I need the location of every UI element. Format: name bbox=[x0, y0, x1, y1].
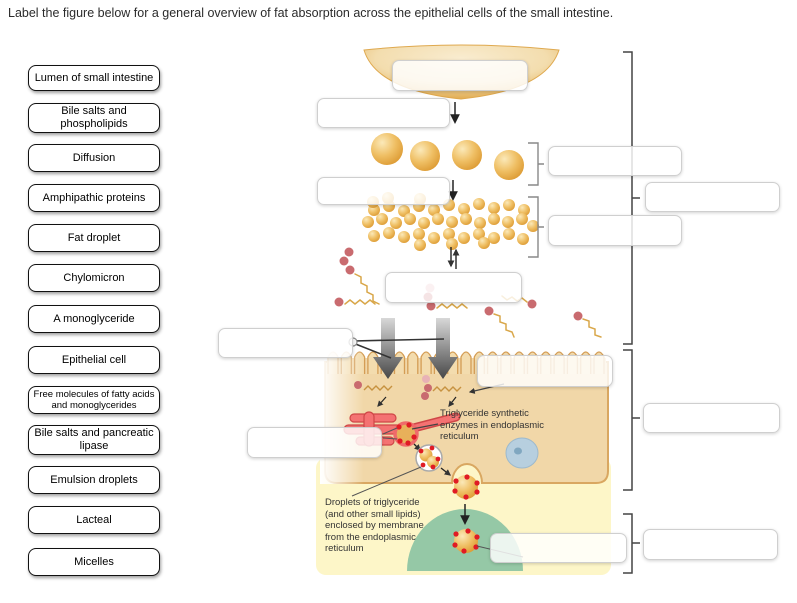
drop-target-lacteal[interactable] bbox=[643, 529, 778, 560]
drop-target-lumen[interactable] bbox=[645, 182, 780, 212]
label-chip-lumen-of-small-intestine[interactable]: Lumen of small intestine bbox=[28, 65, 160, 91]
drop-target-emulsion-droplets[interactable] bbox=[548, 146, 682, 176]
diffusion-arrows bbox=[373, 318, 458, 379]
annotation-er-enzymes: Triglyceride synthetic enzymes in endopl… bbox=[440, 408, 545, 442]
drop-target-epithelial-cell[interactable] bbox=[643, 403, 780, 433]
drop-target-in-lacteal[interactable] bbox=[490, 533, 627, 563]
drop-target-diffusion[interactable] bbox=[218, 328, 353, 358]
drop-target-step-2[interactable] bbox=[317, 177, 450, 205]
drop-target-chylomicron[interactable] bbox=[247, 427, 382, 458]
bracket-micelles bbox=[528, 196, 544, 258]
bracket-lumen bbox=[623, 51, 640, 345]
bracket-epithelial-cell bbox=[623, 349, 640, 491]
bracket-lacteal bbox=[623, 513, 640, 574]
equilibrium-arrows bbox=[447, 247, 460, 269]
label-chip-epithelial-cell[interactable]: Epithelial cell bbox=[28, 346, 160, 374]
region-brackets bbox=[623, 51, 640, 574]
emulsion-droplets bbox=[371, 133, 524, 180]
label-chip-chylomicron[interactable]: Chylomicron bbox=[28, 264, 160, 292]
drop-target-monoglyceride[interactable] bbox=[477, 355, 613, 387]
label-chip-micelles[interactable]: Micelles bbox=[28, 548, 160, 576]
label-chip-bile-salts-and-phospholipids[interactable]: Bile salts and phospholipids bbox=[28, 103, 160, 133]
label-chip-diffusion[interactable]: Diffusion bbox=[28, 144, 160, 172]
drop-target-free-molecules[interactable] bbox=[385, 272, 522, 303]
label-chip-lacteal[interactable]: Lacteal bbox=[28, 506, 160, 534]
label-chip-fat-droplet[interactable]: Fat droplet bbox=[28, 224, 160, 252]
drop-target-micelles[interactable] bbox=[548, 215, 682, 246]
er-budding-droplet bbox=[393, 421, 419, 447]
label-chip-free-molecules[interactable]: Free molecules of fatty acids and monogl… bbox=[28, 386, 160, 414]
bracket-emulsion-droplets bbox=[528, 142, 544, 186]
page-title: Label the figure below for a general ove… bbox=[8, 6, 614, 20]
in-cell-molecules bbox=[354, 375, 462, 407]
drop-target-fat-droplet[interactable] bbox=[392, 60, 528, 91]
arrow-vesicle-to-exit bbox=[440, 467, 452, 476]
annotation-droplets-membrane: Droplets of triglyceride (and other smal… bbox=[325, 497, 424, 554]
label-chip-a-monoglyceride[interactable]: A monoglyceride bbox=[28, 305, 160, 333]
membrane-vesicle bbox=[415, 444, 443, 472]
chylomicron-exiting bbox=[452, 474, 480, 500]
chylomicron-in-lacteal bbox=[452, 528, 480, 554]
drop-target-step-1[interactable] bbox=[317, 98, 450, 128]
nucleus bbox=[505, 437, 539, 469]
label-chip-emulsion-droplets[interactable]: Emulsion droplets bbox=[28, 466, 160, 494]
label-chip-bile-salts-pancreatic-lipase[interactable]: Bile salts and pancreatic lipase bbox=[28, 425, 160, 455]
label-chip-amphipathic-proteins[interactable]: Amphipathic proteins bbox=[28, 184, 160, 212]
